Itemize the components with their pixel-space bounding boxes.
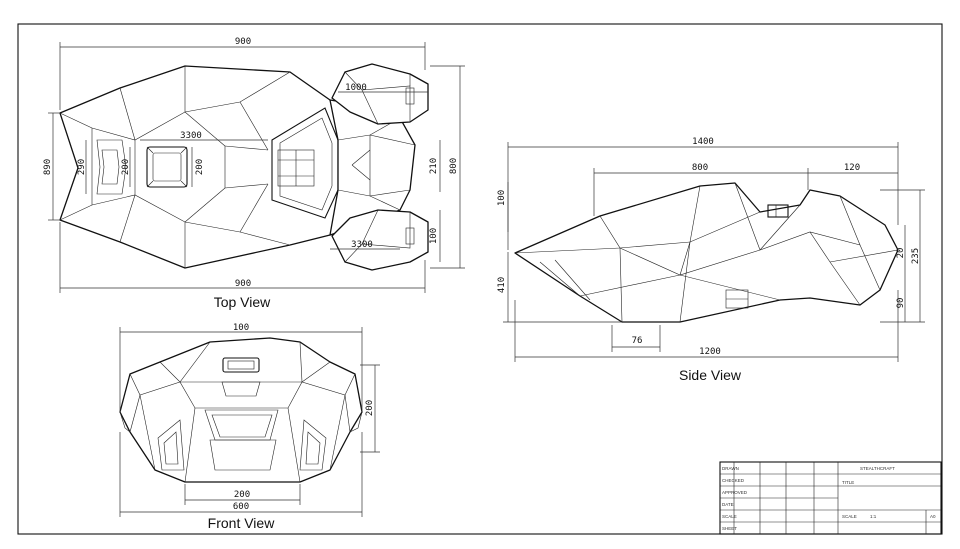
dim-side-bottom-overall: 1200	[699, 347, 721, 357]
tb-title-label: TITLE	[842, 480, 854, 485]
dim-side-left-total: 410	[497, 277, 507, 293]
dim-top-pod-width: 1000	[345, 83, 367, 93]
dim-top-left-inner: 290	[77, 159, 87, 175]
side-view-drawing	[514, 182, 899, 323]
tb-row-checked: CHECKED	[722, 478, 745, 483]
dim-top-right-lower: 100	[429, 228, 439, 244]
dim-top-width-bottom: 900	[235, 279, 251, 289]
front-view-dimensions	[119, 327, 380, 517]
dim-side-upper: 800	[692, 163, 708, 173]
tb-row-sheet: SHEET	[722, 526, 737, 531]
top-view-label: Top View	[214, 294, 271, 310]
dim-front-bottom-inner: 200	[234, 490, 250, 500]
side-view-label: Side View	[679, 367, 742, 383]
dim-side-right-total: 235	[911, 248, 921, 264]
dim-side-overall: 1400	[692, 137, 714, 147]
tb-title-value: STEALTHCRAFT	[860, 466, 895, 471]
top-view-drawing	[59, 63, 429, 271]
tb-scale-label: SCALE	[842, 514, 857, 519]
front-view-label: Front View	[208, 515, 276, 531]
dim-side-left-upper: 100	[497, 190, 507, 206]
front-view-drawing	[119, 337, 363, 483]
dim-side-rear-offset: 120	[844, 163, 860, 173]
sheet-border	[17, 23, 943, 535]
tb-rev: A0	[930, 514, 936, 519]
dim-front-top: 100	[233, 323, 249, 333]
side-view-dimensions	[503, 142, 925, 362]
dim-front-bottom-outer: 600	[233, 502, 249, 512]
tb-row-date: DATE	[722, 502, 734, 507]
dim-side-right-lower: 90	[896, 298, 906, 309]
dim-top-left-small: 200	[121, 159, 131, 175]
dim-top-center-small: 200	[195, 159, 205, 175]
dim-front-right: 200	[365, 400, 375, 416]
title-block	[719, 461, 942, 535]
tb-row-scale: SCALE	[722, 514, 737, 519]
dim-top-right-total: 800	[449, 158, 459, 174]
dim-side-bottom-short: 76	[632, 336, 643, 346]
dim-side-right-upper: 20	[896, 248, 906, 259]
dim-top-inner-lower: 3300	[351, 240, 373, 250]
dim-top-width-top: 900	[235, 37, 251, 47]
tb-scale-value: 1:1	[870, 514, 877, 519]
dim-top-left-height: 890	[43, 159, 53, 175]
tb-row-approved: APPROVED	[722, 490, 748, 495]
dim-top-right-inner: 210	[429, 158, 439, 174]
dim-top-inner-upper: 3300	[180, 131, 202, 141]
top-view-dimensions	[48, 42, 465, 293]
tb-row-drawn: DRAWN	[722, 466, 739, 471]
